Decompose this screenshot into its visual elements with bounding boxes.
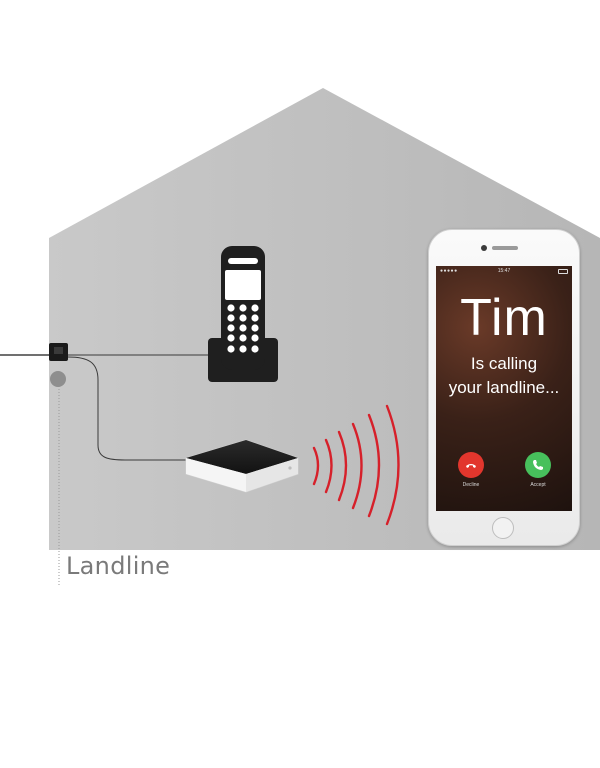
landline-caption: Landline <box>66 552 171 580</box>
signal-waves-icon <box>312 404 400 526</box>
decline-button[interactable] <box>458 452 484 478</box>
base-station-cable <box>67 356 190 461</box>
battery-icon <box>558 269 568 274</box>
accept-icon <box>533 460 543 470</box>
caller-name: Tim <box>460 289 548 347</box>
incoming-call-screen: ●●●●● 15:47 Tim Is calling your landline… <box>436 266 572 511</box>
status-time: 15:47 <box>497 268 511 274</box>
call-description-line2: your landline... <box>448 378 560 397</box>
signal-strength-indicator: ●●●●● <box>440 268 458 274</box>
status-bar: ●●●●● 15:47 <box>436 266 572 276</box>
call-description: Is calling your landline... <box>436 352 572 400</box>
smartphone-icon: ●●●●● 15:47 Tim Is calling your landline… <box>428 229 580 546</box>
accept-label: Accept <box>530 482 546 488</box>
cordless-phone-icon <box>208 246 278 382</box>
accept-button[interactable] <box>525 452 551 478</box>
decline-label: Decline <box>462 482 480 488</box>
call-description-line1: Is calling <box>470 354 538 373</box>
home-button[interactable] <box>492 517 514 539</box>
front-camera <box>481 245 487 251</box>
earpiece-speaker <box>492 246 518 250</box>
phone-jack-icon <box>49 343 68 387</box>
base-station-icon <box>185 439 299 493</box>
decline-icon <box>466 464 476 468</box>
